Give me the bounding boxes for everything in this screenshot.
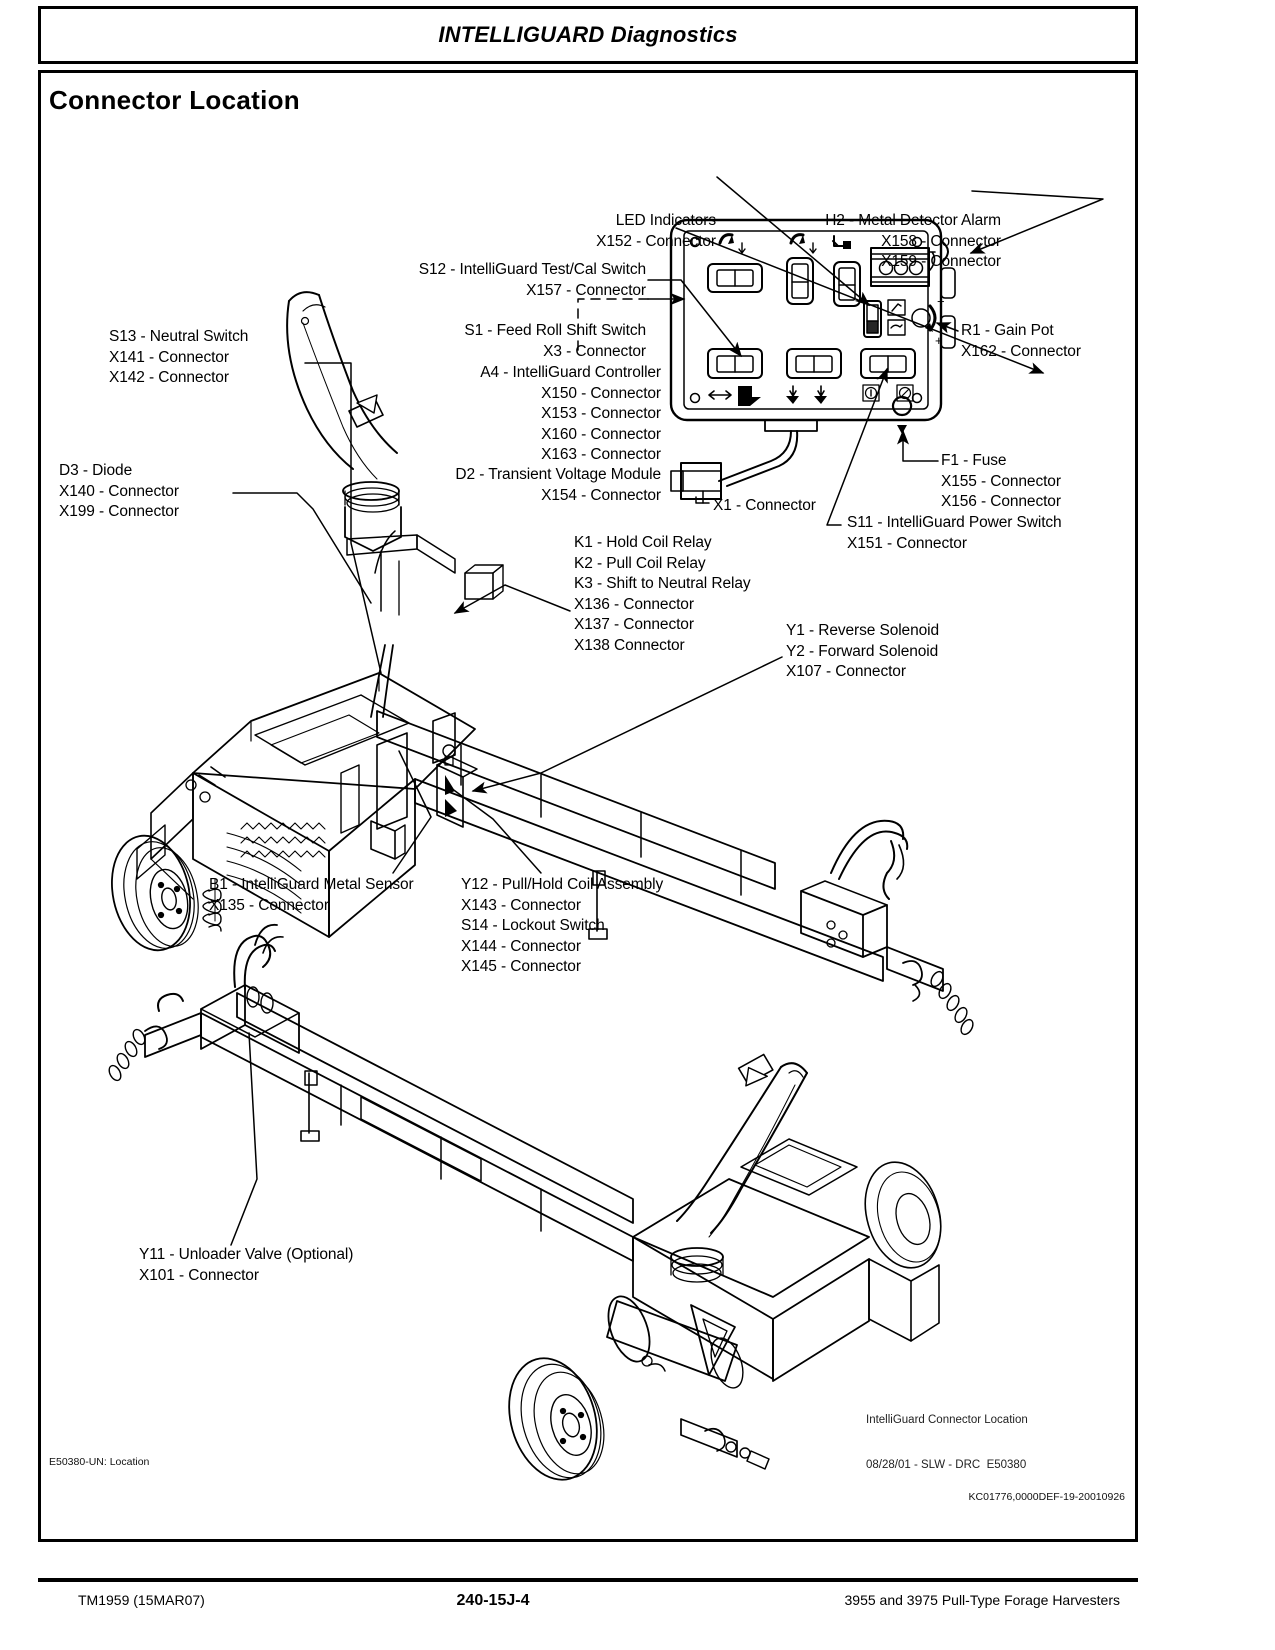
content-frame: Connector Location	[38, 70, 1138, 1542]
callout-metal-sensor: B1 - IntelliGuard Metal Sensor X135 - Co…	[209, 876, 414, 914]
x1-connector-graphic	[670, 462, 722, 500]
callout-solenoids: Y1 - Reverse Solenoid Y2 - Forward Solen…	[786, 622, 939, 680]
callout-transient-voltage-module: D2 - Transient Voltage Module X154 - Con…	[455, 466, 661, 504]
callout-x1-connector: X1 - Connector	[713, 497, 816, 514]
footer-rule	[38, 1578, 1138, 1582]
callout-test-cal-switch: S12 - IntelliGuard Test/Cal Switch X157 …	[418, 261, 646, 299]
footer-manual-id: TM1959 (15MAR07)	[78, 1592, 205, 1608]
footer-page-number: 240-15J-4	[456, 1592, 530, 1609]
drawing-caption-line1: IntelliGuard Connector Location	[866, 1414, 1028, 1426]
callout-relays: K1 - Hold Coil Relay K2 - Pull Coil Rela…	[574, 534, 751, 654]
svg-text:+: +	[935, 333, 943, 348]
page-header-title: INTELLIGUARD Diagnostics	[438, 22, 738, 47]
lower-machine-graphic	[108, 923, 942, 1481]
front-wheel-graphic	[111, 834, 199, 952]
callout-unloader-valve: Y11 - Unloader Valve (Optional) X101 - C…	[139, 1246, 354, 1284]
document-reference: KC01776,0000DEF-19-20010926	[968, 1491, 1125, 1503]
callout-pull-hold-coil: Y12 - Pull/Hold Coil Assembly X143 - Con…	[461, 876, 664, 975]
callout-neutral-switch: S13 - Neutral Switch X141 - Connector X1…	[109, 328, 249, 386]
callout-feed-roll-shift-switch: S1 - Feed Roll Shift Switch X3 - Connect…	[464, 322, 646, 360]
drawing-caption-line2: 08/28/01 - SLW - DRC E50380	[866, 1459, 1027, 1471]
callout-intelliguard-controller: A4 - IntelliGuard Controller X150 - Conn…	[480, 364, 661, 463]
callout-metal-detector-alarm: H2 - Metal Detector Alarm X158 - Connect…	[825, 212, 1001, 270]
callout-gain-pot: R1 - Gain Pot X162 - Connector	[961, 322, 1081, 360]
drawing-caption: IntelliGuard Connector Location 08/28/01…	[866, 1383, 1028, 1503]
page-header-band: INTELLIGUARD Diagnostics	[38, 6, 1138, 64]
rear-wheel-graphic	[508, 1357, 605, 1481]
svg-text:−: −	[937, 294, 945, 309]
footer-model-name: 3955 and 3975 Pull-Type Forage Harvester…	[844, 1592, 1121, 1608]
gain-pot-graphic: − +	[911, 294, 945, 348]
page-footer: TM1959 (15MAR07) 240-15J-4 3955 and 3975…	[38, 1592, 1138, 1610]
callout-power-switch: S11 - IntelliGuard Power Switch X151 - C…	[847, 514, 1062, 552]
callout-diode: D3 - Diode X140 - Connector X199 - Conne…	[59, 462, 179, 520]
figure-reference: E50380-UN: Location	[49, 1456, 150, 1468]
callout-led-indicators: LED Indicators X152 - Connector	[596, 212, 716, 250]
page-title: Connector Location	[49, 85, 300, 115]
callout-fuse: F1 - Fuse X155 - Connector X156 - Connec…	[941, 452, 1061, 510]
